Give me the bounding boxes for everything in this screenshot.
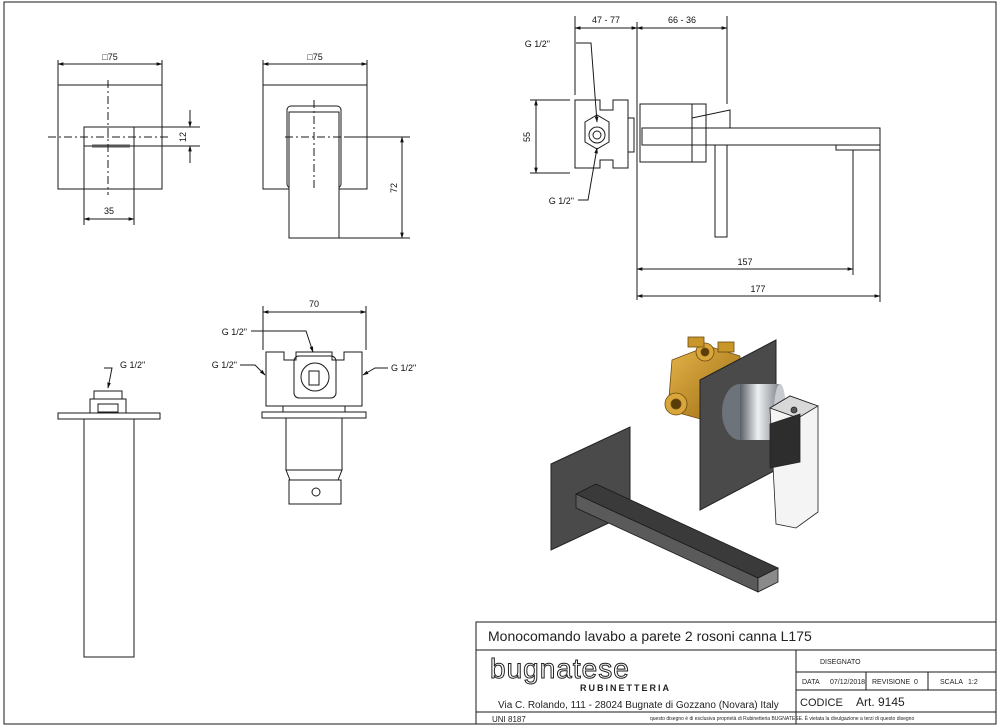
- drawing-title: Monocomando lavabo a parete 2 rosoni can…: [488, 628, 812, 644]
- body-side-thread-label: G 1/2": [120, 360, 145, 370]
- designed-label: DISEGNATO: [820, 659, 861, 666]
- revision-value: 0: [914, 679, 918, 686]
- body-top-view: [240, 306, 388, 505]
- date-value: 07/12/2018: [830, 679, 865, 686]
- side-length-177-label: 177: [750, 284, 765, 294]
- front-right-width-label: □75: [307, 52, 322, 62]
- brand-subtitle: RUBINETTERIA: [580, 683, 671, 693]
- front-left-base-label: 35: [104, 206, 114, 216]
- side-width-a-label: 47 - 77: [592, 15, 620, 25]
- side-height-label: 55: [522, 132, 532, 142]
- side-length-157-label: 157: [737, 257, 752, 267]
- front-left-width-label: □75: [102, 52, 117, 62]
- body-top-thread-right-label: G 1/2": [391, 363, 416, 373]
- brand-wordmark: bugnatese: [490, 653, 630, 684]
- side-view: [530, 16, 881, 302]
- scale-label: SCALA: [940, 679, 963, 686]
- body-top-thread-top-label: G 1/2": [222, 327, 247, 337]
- body-top-thread-left-label: G 1/2": [212, 360, 237, 370]
- body-side-view: [57, 367, 161, 658]
- front-view-plate: [48, 60, 200, 225]
- title-block: [475, 621, 997, 725]
- sheet-border: [3, 1, 997, 725]
- footer-note: questo disegno è di esclusiva proprietà …: [650, 715, 914, 722]
- side-thread-bottom-label: G 1/2": [549, 196, 574, 206]
- standard-label: UNI 8187: [492, 715, 526, 724]
- brand-logo: bugnatese RUBINETTERIA: [490, 653, 671, 694]
- code-value: Art. 9145: [856, 695, 905, 709]
- date-label: DATA: [802, 679, 820, 686]
- front-view-lever: [262, 60, 410, 239]
- revision-label: REVISIONE: [872, 679, 910, 686]
- product-3d-render: [550, 336, 819, 593]
- code-label: CODICE: [800, 697, 843, 709]
- side-thread-top-label: G 1/2": [525, 39, 550, 49]
- lever-handle: [769, 395, 819, 529]
- front-right-height-label: 72: [389, 183, 399, 193]
- side-width-b-label: 66 - 36: [668, 15, 696, 25]
- body-top-width-label: 70: [309, 299, 319, 309]
- scale-value: 1:2: [968, 679, 978, 686]
- front-left-height-label: 12: [178, 132, 188, 142]
- spout: [575, 483, 779, 593]
- company-address: Via C. Rolando, 111 - 28024 Bugnate di G…: [498, 700, 779, 711]
